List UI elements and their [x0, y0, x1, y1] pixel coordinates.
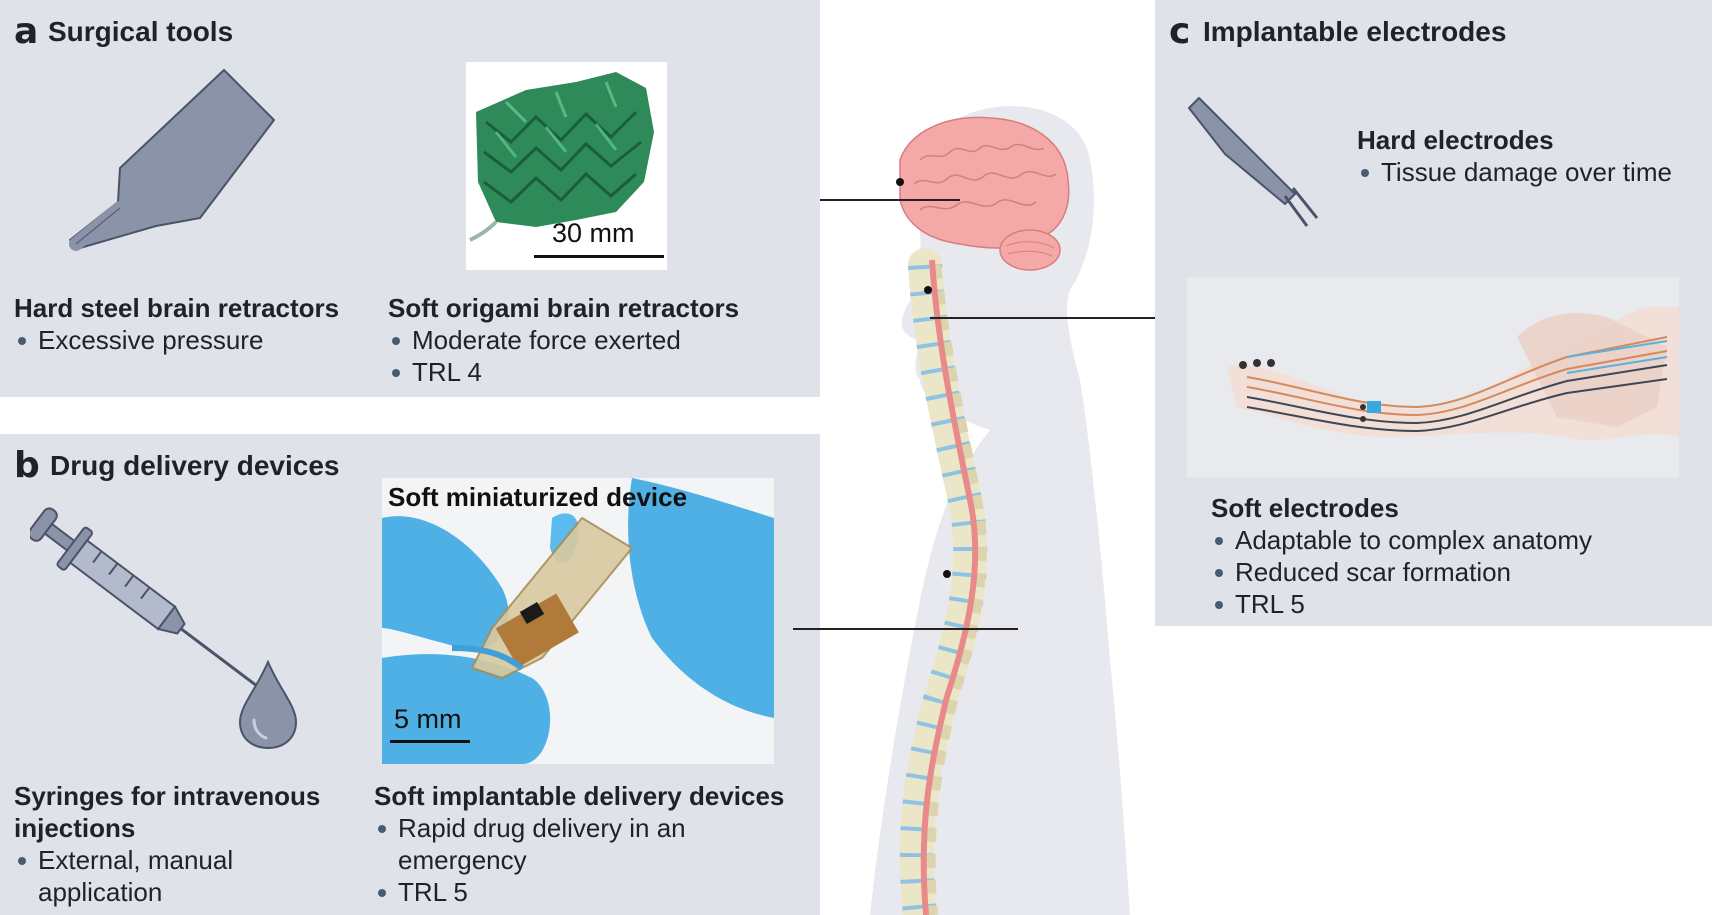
leader-line-panel-c — [930, 317, 1155, 319]
bullet-item: TRL 5 — [374, 876, 724, 908]
soft-retractor-heading: Soft origami brain retractors — [388, 293, 740, 323]
scale-bar — [534, 255, 664, 258]
bullet-item: Excessive pressure — [14, 324, 339, 356]
leader-line-panel-b — [793, 628, 1018, 630]
bullet-item: TRL 5 — [1211, 588, 1592, 620]
brain-icon — [899, 116, 1070, 271]
spine-marker — [943, 570, 951, 578]
panel-letter-b: b — [14, 445, 40, 486]
syringe-heading-line2: injections — [14, 813, 136, 843]
scale-label-30mm: 30 mm — [552, 218, 635, 248]
hard-retractor-heading: Hard steel brain retractors — [14, 293, 340, 323]
drop-icon — [238, 660, 298, 750]
bullet-item: Adaptable to complex anatomy — [1211, 524, 1592, 556]
scale-label-5mm: 5 mm — [394, 704, 462, 734]
panel-letter-c: c — [1169, 11, 1191, 52]
syringe-icon — [30, 507, 262, 691]
spine-icon — [899, 248, 988, 915]
soft-electrode-heading: Soft electrodes — [1211, 493, 1399, 523]
scale-bar — [390, 740, 470, 743]
bullet-item: External, manual application — [14, 844, 274, 908]
hard-electrode-icon — [1188, 97, 1319, 227]
hard-retractor-text: Hard steel brain retractors Excessive pr… — [14, 292, 339, 356]
panel-title-a: Surgical tools — [48, 16, 234, 47]
soft-electrode-text: Soft electrodes Adaptable to complex ana… — [1211, 492, 1592, 620]
panel-letter-a: a — [14, 11, 39, 52]
implantable-device-text: Soft implantable delivery devices Rapid … — [374, 780, 784, 908]
spinal-cord-marker — [924, 286, 932, 294]
hard-electrode-heading: Hard electrodes — [1357, 125, 1554, 155]
syringe-text: Syringes for intravenous injections Exte… — [14, 780, 320, 908]
bullet-item: TRL 4 — [388, 356, 739, 388]
soft-electrode-photo — [1187, 277, 1679, 477]
bullet-item: Moderate force exerted — [388, 324, 739, 356]
panel-surgical-tools: a Surgical tools 30 mm Hard steel brain … — [0, 0, 820, 397]
implantable-device-heading: Soft implantable delivery devices — [374, 781, 785, 811]
bullet-item: Reduced scar formation — [1211, 556, 1592, 588]
leader-line-panel-a — [820, 199, 960, 201]
hard-electrode-text: Hard electrodes Tissue damage over time — [1357, 124, 1672, 188]
origami-retractor-photo: 30 mm — [466, 62, 667, 270]
panel-title-c: Implantable electrodes — [1203, 16, 1507, 47]
soft-retractor-text: Soft origami brain retractors Moderate f… — [388, 292, 739, 388]
human-body-illustration — [870, 106, 1130, 915]
panel-drug-delivery: b Drug delivery devices — [0, 434, 820, 915]
bullet-item: Rapid drug delivery in an emergency — [374, 812, 724, 876]
brain-retractor-icon — [69, 69, 275, 251]
syringe-heading-line1: Syringes for intravenous — [14, 781, 321, 811]
panel-title-b: Drug delivery devices — [50, 450, 340, 481]
panel-implantable-electrodes: c Implantable electrodes Hard electrodes… — [1155, 0, 1712, 626]
brain-marker — [896, 178, 904, 186]
device-photo-label: Soft miniaturized device — [388, 482, 688, 512]
bullet-item: Tissue damage over time — [1357, 156, 1672, 188]
miniaturized-device-photo: Soft miniaturized device 5 mm — [382, 478, 774, 764]
